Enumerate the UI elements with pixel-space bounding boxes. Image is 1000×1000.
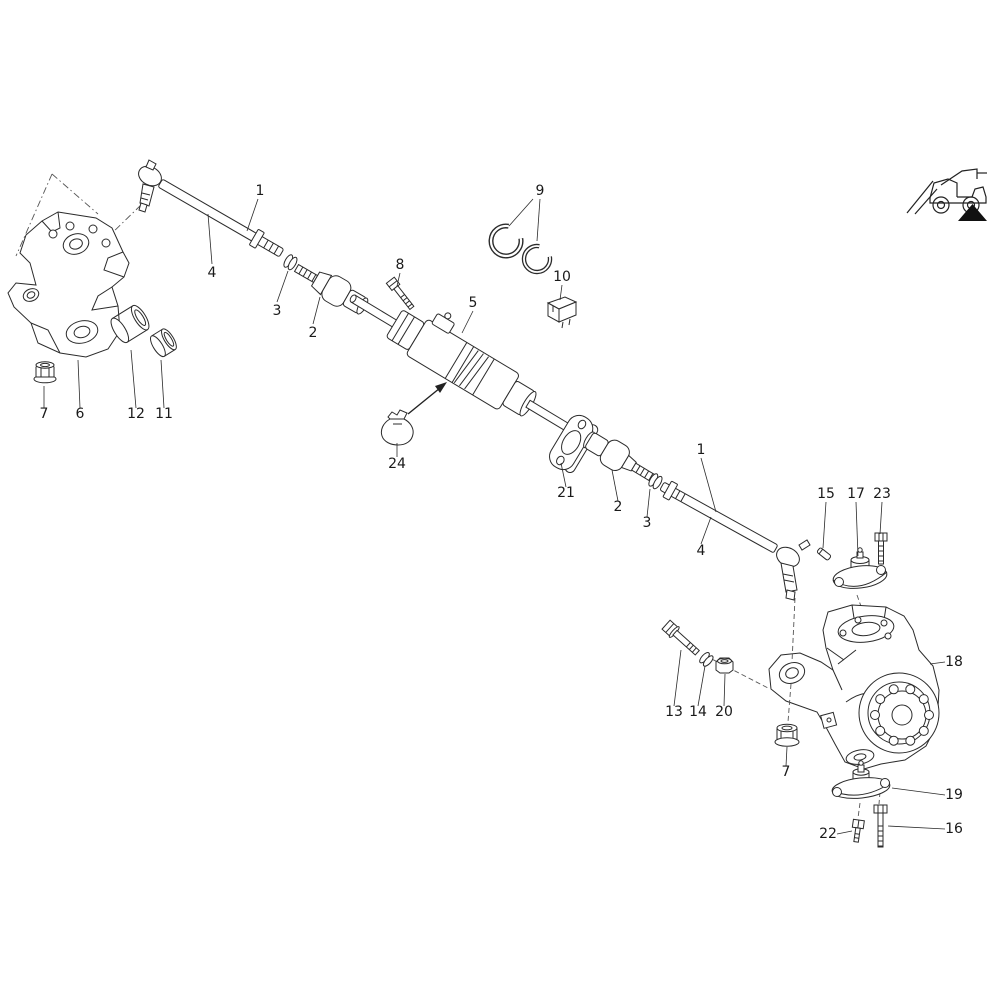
- part-6-knuckle-housing-left: [7, 211, 130, 358]
- black-triangle-icon: [958, 204, 987, 221]
- callout-23: 23: [873, 486, 891, 502]
- part-1-tie-rod-left: [138, 159, 284, 257]
- leader-line: [396, 272, 401, 287]
- part-9-snap-rings: [488, 223, 553, 275]
- callout-24: 24: [388, 456, 406, 472]
- callout-8: 8: [396, 257, 405, 273]
- leader-line: [160, 359, 165, 409]
- part-22-bolt: [851, 818, 865, 843]
- callout-18: 18: [945, 654, 963, 670]
- leader-line: [461, 310, 474, 334]
- part-15-pin: [816, 547, 832, 561]
- part-2-axial-joint-right: [583, 431, 656, 483]
- dashed-axis-line: [705, 655, 769, 689]
- part-11-seal-ring: [149, 328, 177, 358]
- ball-stud-axis-lines: [787, 597, 796, 723]
- leader-line: [276, 270, 289, 303]
- leader-line: [312, 296, 321, 325]
- leader-line: [891, 787, 946, 796]
- leader-line: [646, 488, 651, 518]
- callout-7-right: 7: [782, 764, 791, 780]
- leader-line: [246, 198, 259, 232]
- leader-line: [836, 830, 853, 835]
- leader-line: [879, 501, 883, 535]
- callout-2-left: 2: [309, 325, 318, 341]
- construction-lines: [15, 173, 142, 257]
- callout-22: 22: [819, 826, 837, 842]
- callout-12: 12: [127, 406, 145, 422]
- leader-line: [673, 649, 682, 707]
- part-8-bolt: [385, 276, 415, 311]
- callout-11: 11: [155, 406, 173, 422]
- dashed-axis-line: [857, 802, 861, 819]
- part-12-bushing: [110, 304, 150, 344]
- part-2-axial-joint-left: [293, 263, 369, 315]
- leader-line: [560, 462, 567, 488]
- dashed-axis-line: [787, 683, 792, 723]
- leader-line: [785, 746, 788, 767]
- callout-17: 17: [847, 486, 865, 502]
- callout-1-right: 1: [697, 442, 706, 458]
- callout-9: 9: [536, 183, 545, 199]
- part-17-bearing-cap-top: [832, 547, 888, 589]
- part-5-steering-cylinder: [349, 294, 578, 436]
- dashed-axis-line: [791, 597, 796, 663]
- callout-19: 19: [945, 787, 963, 803]
- leader-line: [700, 516, 712, 545]
- part-3-washer-left: [283, 254, 298, 271]
- leader-line: [700, 457, 717, 513]
- leader-line: [508, 198, 534, 227]
- callout-20: 20: [715, 704, 733, 720]
- leader-line: [855, 501, 859, 557]
- part-7-flange-nut-right: [774, 723, 800, 747]
- part-3-washer-right: [648, 473, 663, 490]
- leader-line: [887, 825, 946, 830]
- part-14-washer: [699, 651, 714, 667]
- construction-line: [51, 173, 99, 215]
- pointer-arrowhead: [435, 382, 447, 393]
- pointer-arrow-line: [407, 387, 441, 415]
- callout-14: 14: [689, 704, 707, 720]
- dashed-axis-line: [856, 594, 864, 613]
- callout-4-right: 4: [697, 543, 706, 559]
- leader-line: [611, 469, 619, 502]
- callout-10: 10: [553, 269, 571, 285]
- callout-1-top: 1: [256, 183, 265, 199]
- leader-line: [536, 198, 541, 242]
- part-19-bearing-cap-bottom: [831, 760, 891, 799]
- part-24-seal-kit-bag: [380, 382, 447, 446]
- part-16-bolt: [873, 804, 888, 848]
- part-18-knuckle-housing-right: [768, 604, 940, 770]
- leader-line: [130, 349, 137, 409]
- leader-line: [559, 284, 563, 301]
- callout-16: 16: [945, 821, 963, 837]
- callout-7-left: 7: [40, 406, 49, 422]
- callout-4-left: 4: [208, 265, 217, 281]
- part-23-bolt: [874, 532, 888, 565]
- callout-numbers: 1 4 3 2 8 9 10 5 24 21 2 3 1 4 15 17 23 …: [40, 183, 963, 842]
- callout-21: 21: [557, 485, 575, 501]
- part-1-tie-rod-right: [660, 480, 811, 601]
- leader-line: [207, 213, 213, 265]
- part-13-bolt: [661, 619, 700, 656]
- leader-line: [723, 673, 726, 707]
- leader-line: [929, 661, 946, 665]
- leader-line: [697, 665, 706, 707]
- part-20-nut: [715, 657, 734, 674]
- part-10-sensor: [546, 296, 578, 329]
- callout-3-left: 3: [273, 303, 282, 319]
- part-7-flange-nut-left: [33, 361, 57, 384]
- construction-line: [15, 173, 53, 257]
- leader-line: [77, 359, 81, 409]
- callout-3-right: 3: [643, 515, 652, 531]
- callout-5: 5: [469, 295, 478, 311]
- callout-13: 13: [665, 704, 683, 720]
- leader-line: [822, 501, 827, 549]
- callout-leader-lines: [43, 198, 946, 835]
- callout-2-right: 2: [614, 499, 623, 515]
- part-21-flange: [549, 414, 599, 474]
- callout-15: 15: [817, 486, 835, 502]
- callout-6: 6: [76, 406, 85, 422]
